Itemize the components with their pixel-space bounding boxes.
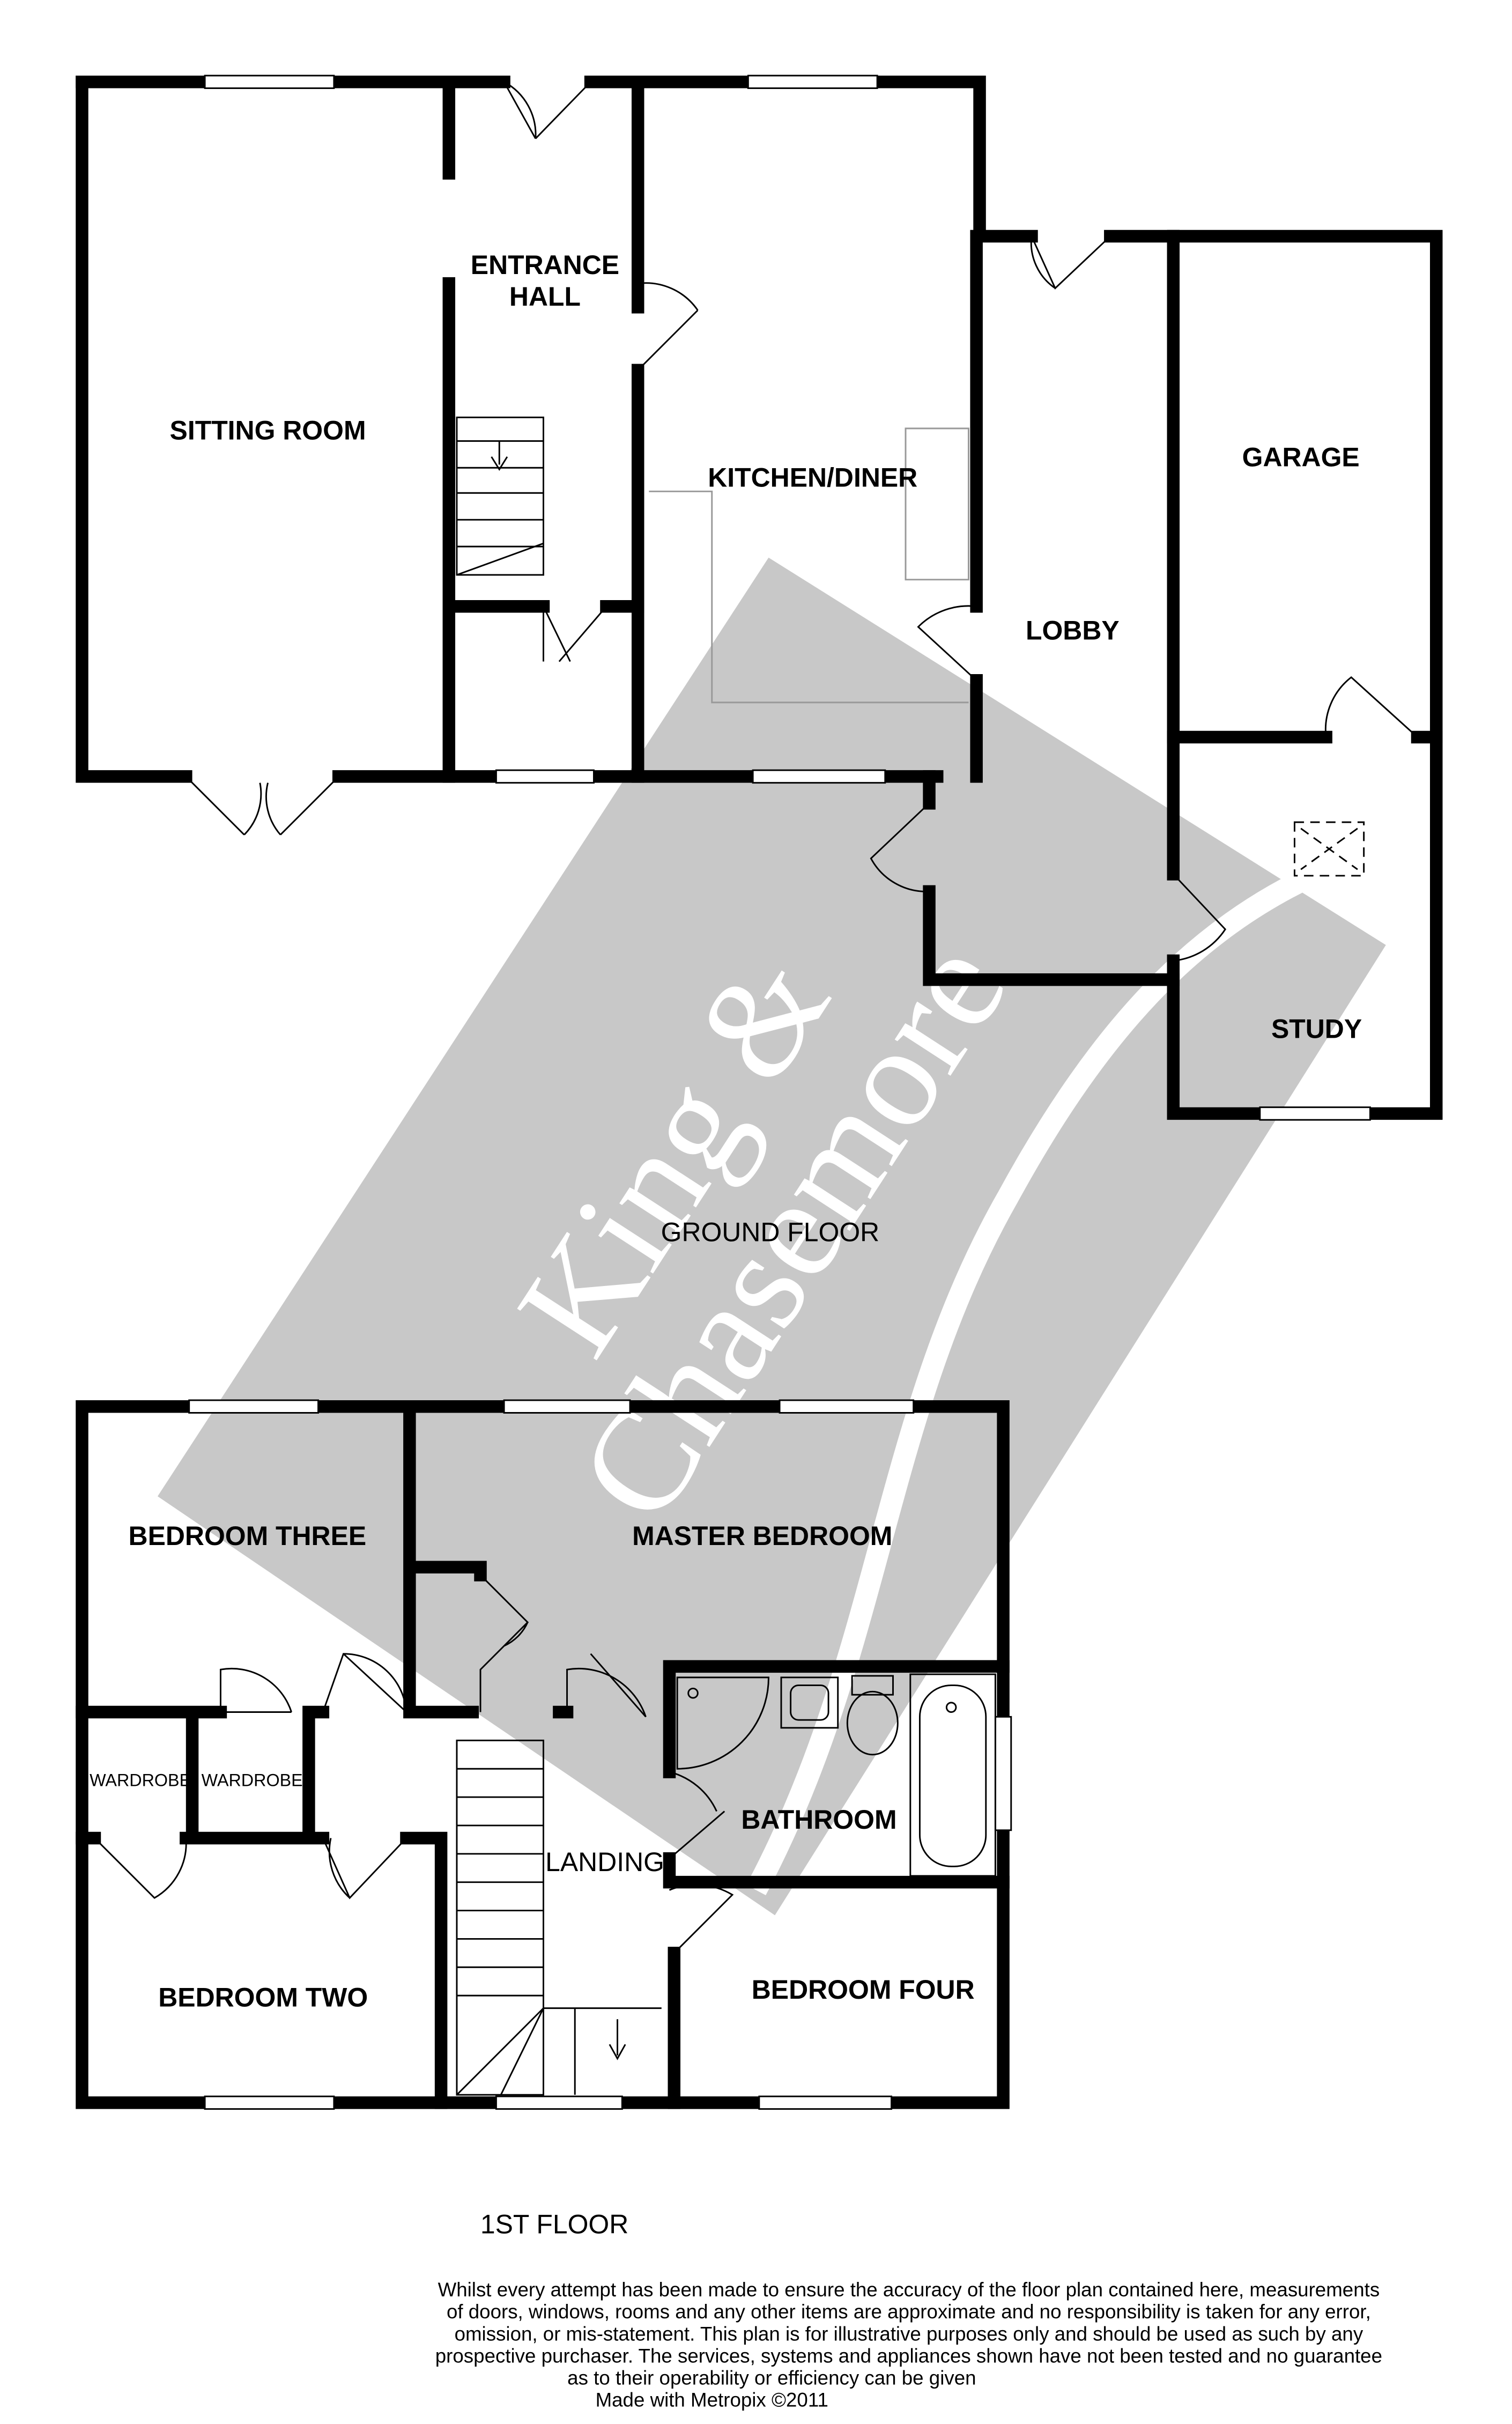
- room-label-kitchen-diner: KITCHEN/DINER: [708, 463, 917, 493]
- disclaimer-line: as to their operability or efficiency ca…: [567, 2367, 976, 2389]
- disclaimer-credit: Made with Metropix ©2011: [596, 2389, 828, 2411]
- ground-floor-walls: [76, 75, 1443, 1121]
- room-label-entrance-hall-line2: HALL: [509, 282, 581, 312]
- room-label-entrance-hall-line1: ENTRANCE: [471, 250, 619, 280]
- disclaimer-line: omission, or mis-statement. This plan is…: [455, 2323, 1363, 2345]
- floor-label-ground: GROUND FLOOR: [661, 1217, 880, 1247]
- room-label-landing: LANDING: [545, 1847, 664, 1877]
- room-label-sitting-room: SITTING ROOM: [170, 415, 366, 445]
- room-label-lobby: LOBBY: [1026, 615, 1120, 645]
- disclaimer: Whilst every attempt has been made to en…: [435, 2279, 1382, 2411]
- disclaimer-line: of doors, windows, rooms and any other i…: [447, 2301, 1371, 2323]
- room-label-bathroom: BATHROOM: [741, 1805, 896, 1835]
- room-label-bedroom-three: BEDROOM THREE: [129, 1521, 367, 1551]
- watermark-background: [157, 557, 1386, 1916]
- watermark-swoosh: [746, 864, 1320, 1896]
- room-label-master-bedroom: MASTER BEDROOM: [632, 1521, 892, 1551]
- first-floor-walls: [76, 1399, 1012, 2110]
- room-label-garage: GARAGE: [1242, 442, 1360, 472]
- room-label-wardrobe-2: WARDROBE: [202, 1771, 303, 1790]
- watermark: King & Chasemore: [157, 557, 1386, 1916]
- disclaimer-line: Whilst every attempt has been made to en…: [438, 2279, 1380, 2301]
- room-label-wardrobe-1: WARDROBE: [90, 1771, 191, 1790]
- room-label-bedroom-four: BEDROOM FOUR: [752, 1975, 975, 2005]
- bathroom-fittings: [676, 1673, 996, 1877]
- room-label-study: STUDY: [1271, 1014, 1362, 1044]
- disclaimer-line: prospective purchaser. The services, sys…: [435, 2345, 1382, 2367]
- room-label-bedroom-two: BEDROOM TWO: [158, 1983, 368, 2013]
- floor-label-first: 1ST FLOOR: [480, 2209, 628, 2240]
